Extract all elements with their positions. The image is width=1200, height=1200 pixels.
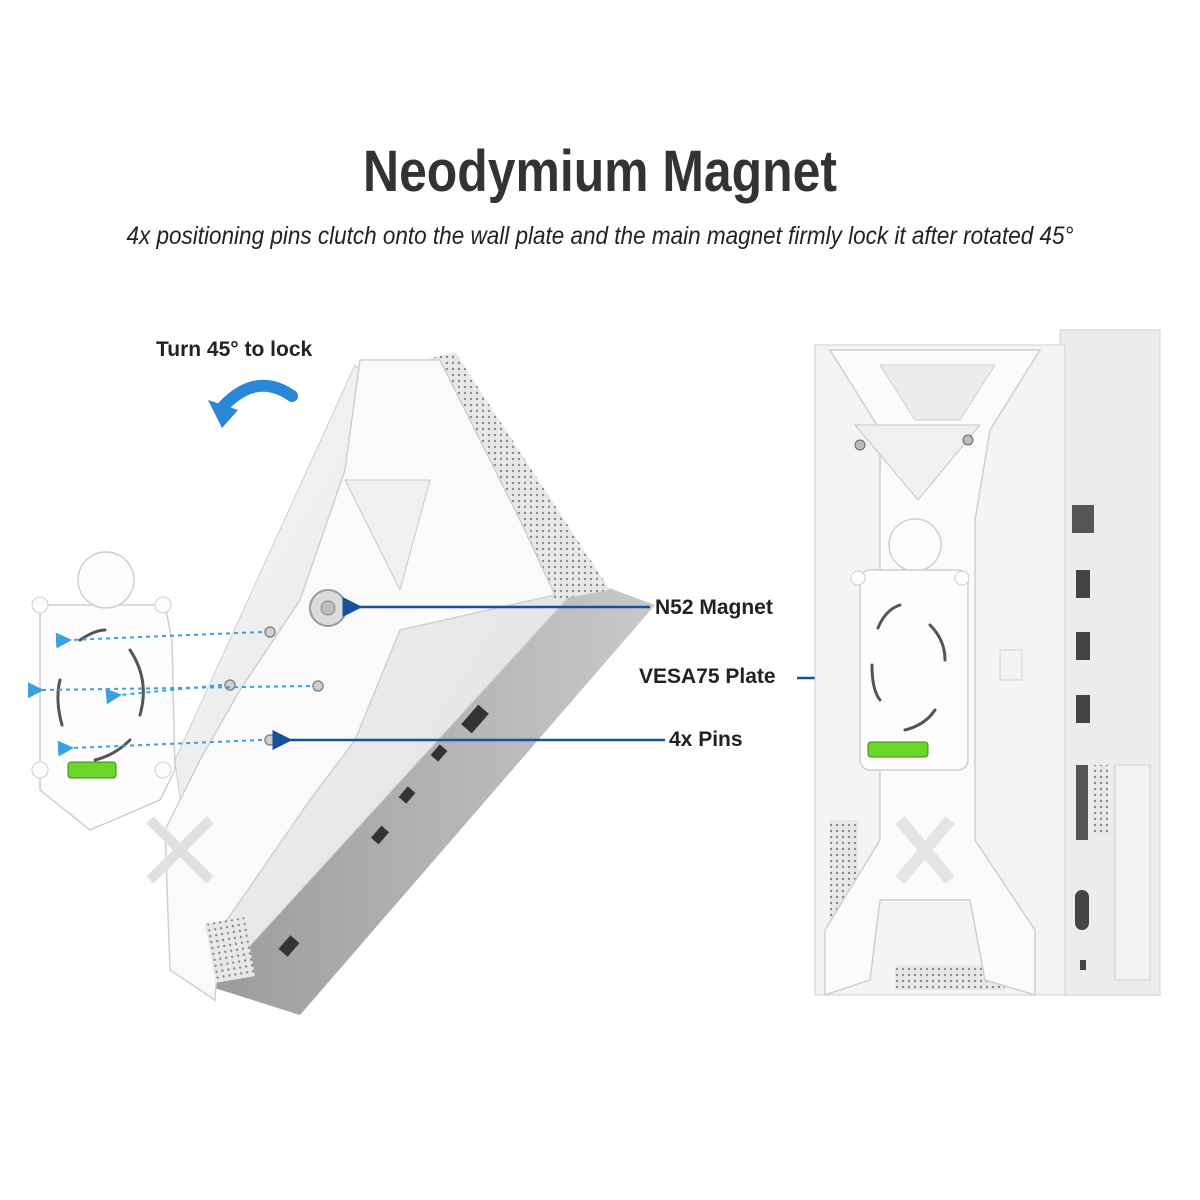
vesa-plate-mounted	[850, 518, 970, 771]
usb-port	[1076, 570, 1090, 598]
page-title: Neodymium Magnet	[363, 139, 837, 204]
level-bubble-icon	[67, 761, 117, 779]
tilted-device	[146, 352, 655, 1015]
page-subtitle: 4x positioning pins clutch onto the wall…	[126, 222, 1074, 250]
power-button	[1075, 890, 1089, 930]
pin	[264, 734, 276, 746]
pin-alignment-arrows	[27, 631, 311, 757]
usb-port	[1076, 632, 1090, 660]
ethernet-port	[1072, 505, 1094, 533]
pin	[312, 680, 324, 692]
sd-slot	[1076, 765, 1088, 840]
upright-device	[814, 329, 1161, 997]
pin	[224, 679, 236, 691]
side-ports	[278, 704, 489, 957]
bracket-x-cutout	[146, 816, 214, 884]
rotate-arrow-icon	[214, 379, 298, 416]
brand-label-plate	[344, 479, 431, 592]
callout-4x-pins: 4x Pins	[669, 728, 743, 751]
device-side-panel	[205, 570, 655, 1015]
callout-n52-magnet: N52 Magnet	[655, 596, 773, 619]
bracket-x-cutout	[895, 816, 955, 884]
hdmi-port	[1076, 695, 1090, 723]
brand-label-plate	[853, 424, 982, 501]
vesa-plate-detached	[31, 551, 176, 831]
level-bubble-icon	[867, 741, 929, 758]
callout-vesa75-plate: VESA75 Plate	[639, 665, 776, 688]
callout-turn-to-lock: Turn 45° to lock	[156, 338, 313, 361]
pin	[264, 626, 276, 638]
